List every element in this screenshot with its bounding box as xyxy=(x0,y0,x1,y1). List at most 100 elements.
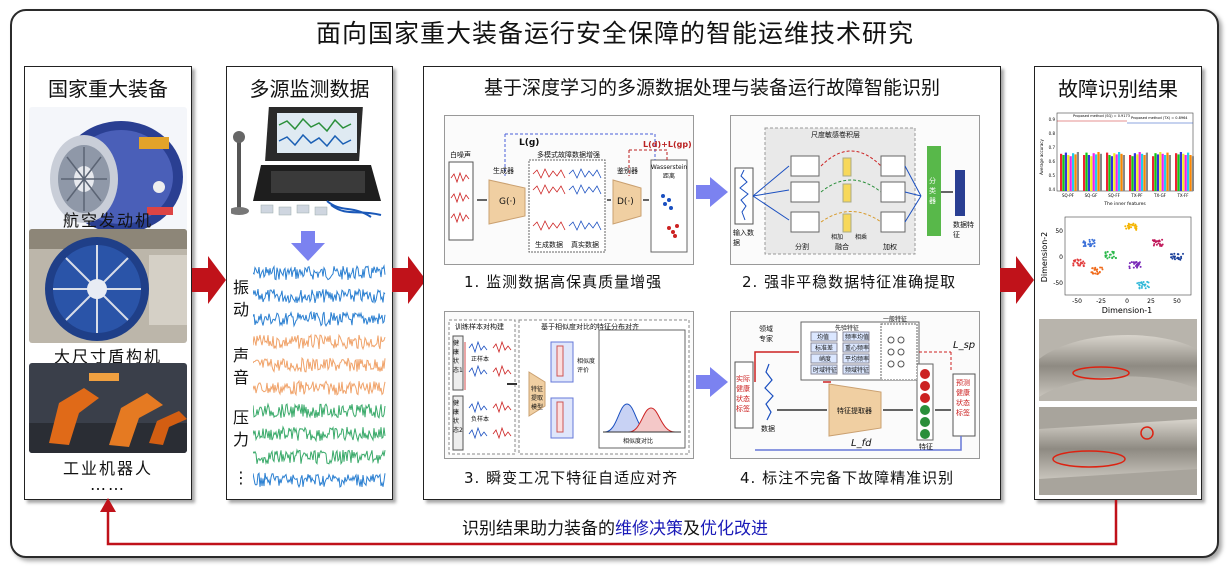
al-health1-label: 健康状态1 xyxy=(453,340,463,374)
al-extractor-label: 特征提取模型 xyxy=(531,386,544,411)
accuracy-bar xyxy=(1177,154,1180,191)
cluster-point-2 xyxy=(1152,244,1155,247)
cluster-point-2 xyxy=(1160,245,1163,247)
cluster-point-7 xyxy=(1138,281,1140,284)
fi-prior-item-2: 标准差 xyxy=(815,345,834,352)
main-title: 面向国家重大装备运行安全保障的智能运维技术研究 xyxy=(315,19,914,48)
accuracy-bar xyxy=(1175,153,1178,191)
fi-prior-item-3: 重心频率 xyxy=(845,345,870,352)
bar-ytick-5: 0.4 xyxy=(1049,187,1056,192)
cluster-point-8 xyxy=(1079,258,1082,261)
accuracy-bar xyxy=(1161,153,1164,191)
al-neg-label: 负样本 xyxy=(471,416,490,423)
gan-loss-g: L(g) xyxy=(519,138,540,148)
cluster-point-0 xyxy=(1126,224,1129,227)
cluster-point-6 xyxy=(1133,262,1136,265)
al-align-label: 基于相似度对比的特征分布对齐 xyxy=(541,323,639,331)
accuracy-bar xyxy=(1166,152,1169,191)
fi-feature-label: 特征 xyxy=(919,443,933,451)
cluster-point-3 xyxy=(1182,252,1184,255)
cluster-point-1 xyxy=(1093,245,1096,248)
cluster-point-2 xyxy=(1159,244,1162,247)
gan-generator-label: 生成器 xyxy=(493,167,514,175)
tbm-photo xyxy=(29,229,187,343)
cluster-point-8 xyxy=(1080,261,1082,264)
cluster-point-5 xyxy=(1093,268,1096,271)
cluster-point-4 xyxy=(1114,256,1117,259)
fi-pred-label: 预测健康状态标签 xyxy=(956,379,970,417)
bar-ytick-0: 0.9 xyxy=(1049,117,1056,122)
cluster-point-2 xyxy=(1161,238,1164,241)
cluster-point-2 xyxy=(1158,239,1161,242)
cluster-point-6 xyxy=(1139,265,1142,268)
cluster-point-3 xyxy=(1176,253,1179,256)
cluster-point-7 xyxy=(1143,284,1146,287)
feedback-highlight-1: 维修决策 xyxy=(615,519,683,539)
cluster-point-7 xyxy=(1138,287,1141,289)
cluster-point-5 xyxy=(1094,266,1097,269)
waveform-7 xyxy=(253,425,386,443)
cluster-point-5 xyxy=(1096,270,1099,273)
fi-data-label: 数据 xyxy=(761,425,775,433)
accuracy-bar xyxy=(1069,156,1072,191)
accuracy-bar xyxy=(1191,156,1194,191)
cluster-point-7 xyxy=(1141,283,1144,286)
signal-label-pressure: 压力 xyxy=(232,408,249,449)
cluster-point-3 xyxy=(1170,256,1173,259)
cluster-point-8 xyxy=(1082,260,1085,263)
bar-xtick-0: SQ-PF xyxy=(1062,193,1075,198)
fi-general-label: 一般特征 xyxy=(883,316,908,323)
cluster-point-1 xyxy=(1088,238,1091,241)
accuracy-bar xyxy=(1184,155,1187,191)
cluster-point-0 xyxy=(1130,223,1133,226)
cluster-point-4 xyxy=(1106,257,1109,260)
gan-diagram: 白噪声 生成器 G(·) 多模式故障数据增强 鉴别器 D(·) Wasserst… xyxy=(444,115,694,265)
aero-engine-label: 航空发动机 xyxy=(62,211,153,230)
accuracy-bar xyxy=(1097,152,1100,191)
cluster-point-0 xyxy=(1124,225,1127,228)
bar-xtick-4: TX-GF xyxy=(1153,193,1167,198)
cluster-point-1 xyxy=(1091,238,1094,241)
bar-legend-2: Proposed method (TX) = 0.8964 xyxy=(1131,116,1188,120)
accuracy-bar xyxy=(1131,156,1134,191)
cluster-point-2 xyxy=(1157,242,1160,245)
al-sim-label: 相似度评价 xyxy=(577,358,596,374)
bar-ytick-4: 0.5 xyxy=(1049,173,1056,178)
accuracy-bar xyxy=(1092,153,1095,191)
waveform-6 xyxy=(253,402,386,419)
cluster-point-8 xyxy=(1072,264,1075,267)
cluster-point-6 xyxy=(1130,261,1133,264)
accuracy-bar xyxy=(1182,153,1185,191)
fault-identification-diagram: 领域专家 先验特征 一般特征 均值 频率均值 标准差 重心频率 峭度 平均频率 … xyxy=(730,311,980,459)
flow-arrow-2 xyxy=(392,256,426,304)
cluster-point-0 xyxy=(1132,222,1135,225)
fi-expert-label: 领域专家 xyxy=(759,325,773,343)
cluster-point-7 xyxy=(1140,286,1143,289)
cluster-point-2 xyxy=(1161,243,1164,246)
cluster-point-0 xyxy=(1130,226,1133,229)
results-title: 故障识别结果 xyxy=(1058,77,1178,101)
bar-legend-1: Proposed method (SQ) = 0.9173 xyxy=(1073,114,1130,118)
accuracy-bar xyxy=(1110,156,1113,191)
cluster-point-4 xyxy=(1104,251,1107,254)
gan-diagram-graphic xyxy=(448,133,688,253)
cluster-point-7 xyxy=(1138,283,1141,286)
gan-disc-func: D(·) xyxy=(617,197,634,207)
al-health2-label: 健康状态2 xyxy=(453,400,463,434)
cluster-point-8 xyxy=(1078,264,1081,267)
signal-label-vibration: 振动 xyxy=(232,278,249,319)
monitoring-panel: 多源监测数据 振动 声音 压力 ⋮ xyxy=(226,66,393,500)
task-3-caption: 3. 瞬变工况下特征自适应对齐 xyxy=(464,469,679,487)
cluster-point-0 xyxy=(1134,226,1137,229)
cluster-point-6 xyxy=(1138,261,1141,264)
bar-xtick-5: TX-FF xyxy=(1176,193,1189,198)
cluster-point-1 xyxy=(1091,242,1094,245)
bar-xtick-3: TX-PF xyxy=(1130,193,1143,198)
cluster-point-8 xyxy=(1076,258,1079,261)
cluster-point-3 xyxy=(1170,253,1172,256)
feedback-caption: 识别结果助力装备的维修决策及优化改进 xyxy=(0,514,1230,539)
scatter-xtick-3: 25 xyxy=(1147,298,1155,305)
alignment-diagram-graphic xyxy=(448,319,690,455)
ms-mul-label: 相乘 xyxy=(855,234,868,241)
ms-split-label: 分割 xyxy=(795,243,809,251)
